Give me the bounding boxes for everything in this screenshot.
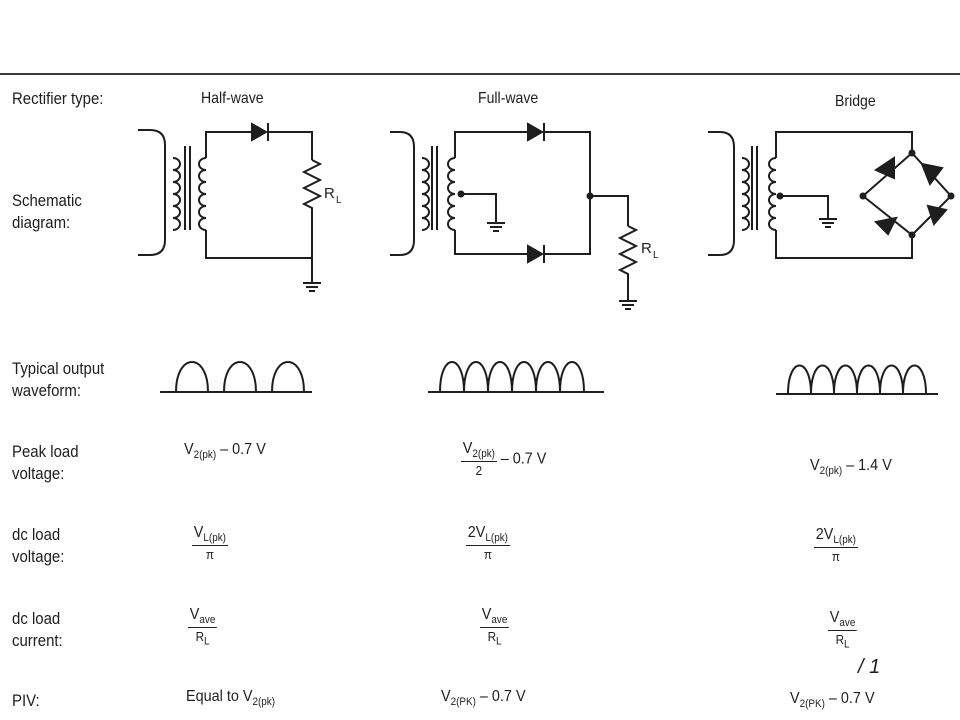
bridge-waveform bbox=[776, 364, 938, 395]
diode-icon bbox=[251, 122, 269, 142]
half-peak-voltage: V2(pk) – 0.7 V bbox=[184, 441, 266, 462]
top-rule bbox=[0, 73, 960, 75]
svg-text:R: R bbox=[641, 240, 652, 257]
full-peak-voltage: V2(pk)2 – 0.7 V bbox=[461, 440, 547, 479]
diode-icon bbox=[527, 122, 545, 142]
bridge-schematic bbox=[708, 131, 955, 259]
header-full-wave: Full-wave bbox=[478, 90, 539, 107]
half-wave-schematic: R L bbox=[138, 122, 342, 292]
bridge-peak-voltage: V2(pk) – 1.4 V bbox=[810, 457, 892, 478]
bridge-piv: V2(PK) – 0.7 V bbox=[790, 690, 875, 711]
diode-icon bbox=[920, 162, 944, 187]
svg-text:R: R bbox=[324, 185, 335, 202]
header-half-wave: Half-wave bbox=[201, 90, 264, 107]
svg-text:L: L bbox=[653, 250, 659, 261]
bridge-dc-voltage: 2VL(pk)π bbox=[814, 526, 858, 565]
full-piv: V2(PK) – 0.7 V bbox=[441, 688, 526, 709]
half-wave-waveform bbox=[160, 361, 312, 393]
half-dc-voltage: VL(pk)π bbox=[192, 524, 228, 563]
header-bridge: Bridge bbox=[835, 93, 876, 110]
diode-icon bbox=[926, 204, 948, 226]
half-piv: Equal to V2(pk) bbox=[186, 688, 276, 709]
stray-handwritten-mark: / 1 bbox=[858, 656, 881, 678]
full-wave-waveform bbox=[428, 361, 604, 393]
diode-icon bbox=[873, 156, 895, 180]
resistor-icon bbox=[617, 225, 639, 300]
diode-icon bbox=[527, 244, 545, 264]
diode-icon bbox=[873, 216, 898, 236]
full-wave-schematic: R L bbox=[390, 122, 659, 310]
row-label-rectifier-type: Rectifier type: bbox=[12, 89, 104, 108]
row-label-piv: PIV: bbox=[12, 691, 40, 710]
resistor-icon bbox=[301, 159, 323, 258]
svg-text:L: L bbox=[336, 195, 342, 206]
full-dc-voltage: 2VL(pk)π bbox=[466, 524, 510, 563]
